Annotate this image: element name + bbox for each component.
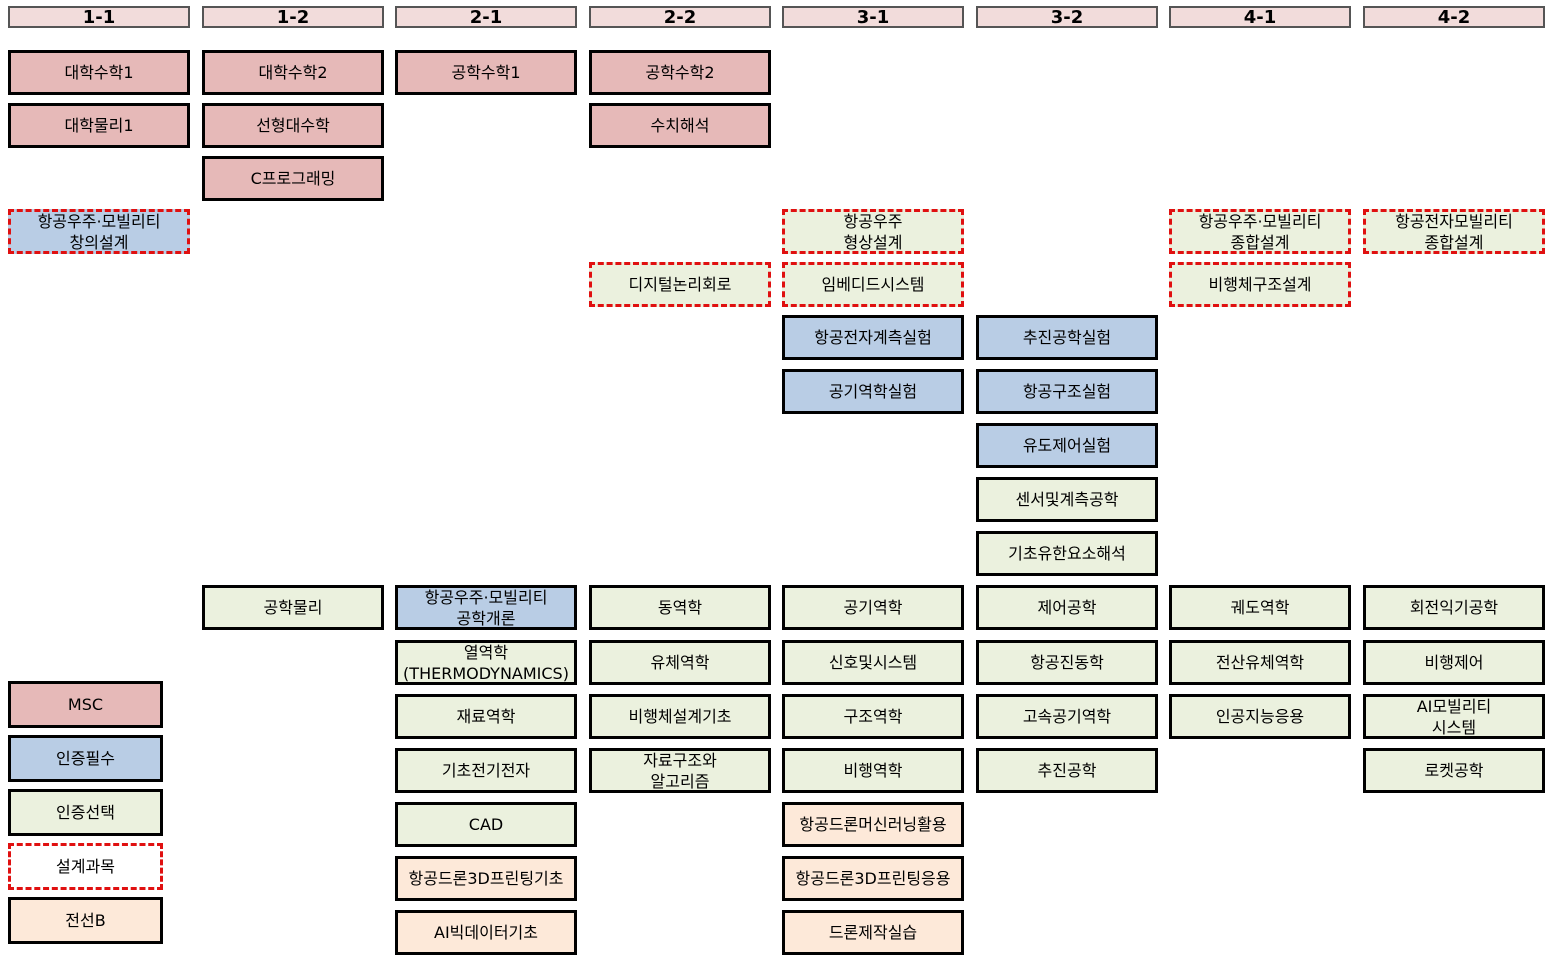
course-box: 추진공학실험 — [976, 315, 1158, 360]
course-box: 드론제작실습 — [782, 910, 964, 955]
semester-header-4-1: 4-1 — [1169, 6, 1351, 28]
course-box: 센서및계측공학 — [976, 477, 1158, 522]
legend-elec: 전선B — [8, 897, 163, 944]
course-box: 항공우주·모빌리티 창의설계 — [8, 209, 190, 254]
course-box: 항공우주·모빌리티 공학개론 — [395, 585, 577, 630]
course-box: 구조역학 — [782, 694, 964, 739]
course-box: 항공드론3D프린팅기초 — [395, 856, 577, 901]
course-box: 비행제어 — [1363, 640, 1545, 685]
course-box: C프로그래밍 — [202, 156, 384, 201]
course-box: 동역학 — [589, 585, 771, 630]
course-box: 수치해석 — [589, 103, 771, 148]
course-box: 대학수학2 — [202, 50, 384, 95]
semester-header-1-1: 1-1 — [8, 6, 190, 28]
course-box: 유체역학 — [589, 640, 771, 685]
course-box: 항공우주·모빌리티 종합설계 — [1169, 209, 1351, 254]
semester-header-2-1: 2-1 — [395, 6, 577, 28]
course-box: 비행체설계기초 — [589, 694, 771, 739]
course-box: 기초전기전자 — [395, 748, 577, 793]
course-box: 궤도역학 — [1169, 585, 1351, 630]
course-box: 임베디드시스템 — [782, 262, 964, 307]
course-box: 전산유체역학 — [1169, 640, 1351, 685]
course-box: 자료구조와 알고리즘 — [589, 748, 771, 793]
course-box: 항공드론3D프린팅응용 — [782, 856, 964, 901]
course-box: 디지털논리회로 — [589, 262, 771, 307]
legend-design: 설계과목 — [8, 843, 163, 890]
course-box: CAD — [395, 802, 577, 847]
course-box: 로켓공학 — [1363, 748, 1545, 793]
legend-req: 인증필수 — [8, 735, 163, 782]
course-box: 공학수학1 — [395, 50, 577, 95]
course-box: 항공전자모빌리티 종합설계 — [1363, 209, 1545, 254]
course-box: 기초유한요소해석 — [976, 531, 1158, 576]
course-box: 대학물리1 — [8, 103, 190, 148]
course-box: 항공우주 형상설계 — [782, 209, 964, 254]
semester-header-1-2: 1-2 — [202, 6, 384, 28]
course-box: 항공전자계측실험 — [782, 315, 964, 360]
course-box: 항공구조실험 — [976, 369, 1158, 414]
semester-header-4-2: 4-2 — [1363, 6, 1545, 28]
semester-header-2-2: 2-2 — [589, 6, 771, 28]
course-box: 공기역학 — [782, 585, 964, 630]
legend-sel: 인증선택 — [8, 789, 163, 836]
course-box: 항공진동학 — [976, 640, 1158, 685]
course-box: 열역학 (THERMODYNAMICS) — [395, 640, 577, 685]
course-box: AI모빌리티 시스템 — [1363, 694, 1545, 739]
semester-header-3-2: 3-2 — [976, 6, 1158, 28]
course-box: 신호및시스템 — [782, 640, 964, 685]
course-box: 비행역학 — [782, 748, 964, 793]
course-box: 고속공기역학 — [976, 694, 1158, 739]
semester-header-3-1: 3-1 — [782, 6, 964, 28]
course-box: 유도제어실험 — [976, 423, 1158, 468]
course-box: 공학수학2 — [589, 50, 771, 95]
course-box: 추진공학 — [976, 748, 1158, 793]
course-box: 비행체구조설계 — [1169, 262, 1351, 307]
course-box: 회전익기공학 — [1363, 585, 1545, 630]
course-box: 대학수학1 — [8, 50, 190, 95]
course-box: 공기역학실험 — [782, 369, 964, 414]
course-box: 공학물리 — [202, 585, 384, 630]
course-box: 항공드론머신러닝활용 — [782, 802, 964, 847]
course-box: 인공지능응용 — [1169, 694, 1351, 739]
course-box: 선형대수학 — [202, 103, 384, 148]
course-box: 재료역학 — [395, 694, 577, 739]
legend-msc: MSC — [8, 681, 163, 728]
course-box: 제어공학 — [976, 585, 1158, 630]
course-box: AI빅데이터기초 — [395, 910, 577, 955]
